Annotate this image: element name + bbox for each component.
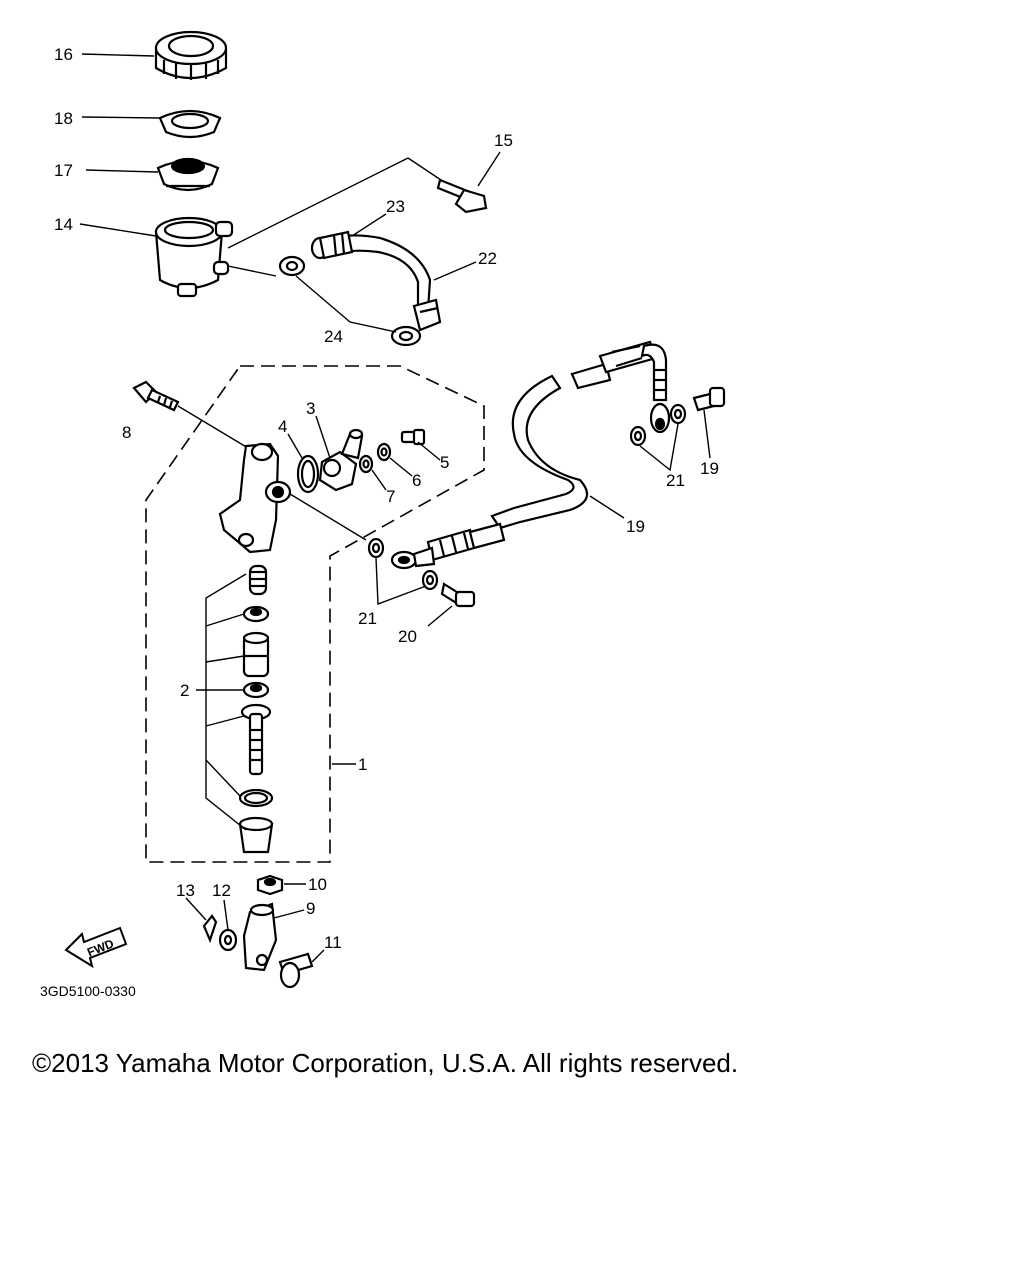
part-2-boot xyxy=(238,816,274,854)
diagram-code: 3GD5100-0330 xyxy=(40,983,136,999)
part-20-union-bolt-upper xyxy=(692,386,726,412)
label-22: 22 xyxy=(478,249,497,268)
label-4: 4 xyxy=(278,417,287,436)
part-master-cylinder-body xyxy=(218,442,292,554)
part-18-diaphragm-plate xyxy=(158,109,222,139)
part-19-brake-hose xyxy=(390,340,671,570)
label-19: 19 xyxy=(626,517,645,536)
part-2-push-rod xyxy=(240,703,272,776)
part-21-copper-washer-upper-a xyxy=(629,425,647,447)
part-6-washer xyxy=(376,442,392,462)
part-8-bolt xyxy=(132,380,180,412)
label-17: 17 xyxy=(54,161,73,180)
part-24-hose-clamp-upper xyxy=(278,255,306,277)
part-4-o-ring xyxy=(296,454,320,494)
part-24-hose-clamp-lower xyxy=(390,325,422,347)
part-14-reservoir-tank xyxy=(154,216,234,298)
forward-direction-arrow-icon: FWD xyxy=(64,926,128,969)
part-23-hose-fitting xyxy=(310,230,354,260)
label-20-lower: 20 xyxy=(398,627,417,646)
label-2: 2 xyxy=(180,681,189,700)
part-21-copper-washer-lower-b xyxy=(421,569,439,591)
part-2-cup-lower xyxy=(242,681,270,699)
label-20-upper: 19 xyxy=(700,459,719,478)
label-15: 15 xyxy=(494,131,513,150)
part-10-nut xyxy=(256,874,284,896)
label-21-lower: 21 xyxy=(358,609,377,628)
part-5-screw xyxy=(400,428,426,446)
part-2-piston xyxy=(242,631,270,678)
label-7: 7 xyxy=(386,487,395,506)
part-11-pin xyxy=(278,952,314,989)
label-3: 3 xyxy=(306,399,315,418)
label-10: 10 xyxy=(308,875,327,894)
part-21-copper-washer-lower-a xyxy=(367,537,385,559)
part-2-spring xyxy=(248,564,268,596)
label-13: 13 xyxy=(176,881,195,900)
label-9: 9 xyxy=(306,899,315,918)
part-22-hose-lower-end xyxy=(412,298,442,332)
label-12: 12 xyxy=(212,881,231,900)
part-9-clevis xyxy=(242,902,278,972)
label-23: 23 xyxy=(386,197,405,216)
part-16-reservoir-cap xyxy=(154,30,228,80)
label-14: 14 xyxy=(54,215,73,234)
part-12-washer xyxy=(218,928,238,952)
label-18: 18 xyxy=(54,109,73,128)
part-13-cotter-pin xyxy=(202,914,218,944)
part-15-bolt xyxy=(436,178,488,214)
part-2-cup-upper xyxy=(242,605,270,623)
label-16: 16 xyxy=(54,45,73,64)
label-24: 24 xyxy=(324,327,343,346)
label-8: 8 xyxy=(122,423,131,442)
part-21-copper-washer-upper-b xyxy=(669,403,687,425)
part-17-diaphragm xyxy=(156,157,220,192)
label-1: 1 xyxy=(358,755,367,774)
label-21-upper: 21 xyxy=(666,471,685,490)
label-5: 5 xyxy=(440,453,449,472)
copyright-notice: ©2013 Yamaha Motor Corporation, U.S.A. A… xyxy=(32,1048,739,1078)
part-20-union-bolt-lower xyxy=(440,582,476,608)
exploded-parts-diagram: FWD xyxy=(40,30,726,999)
part-3-hose-joint xyxy=(318,428,364,492)
part-7-washer xyxy=(358,454,374,474)
label-11: 11 xyxy=(324,933,342,952)
part-2-circlip xyxy=(238,788,274,808)
label-6: 6 xyxy=(412,471,421,490)
